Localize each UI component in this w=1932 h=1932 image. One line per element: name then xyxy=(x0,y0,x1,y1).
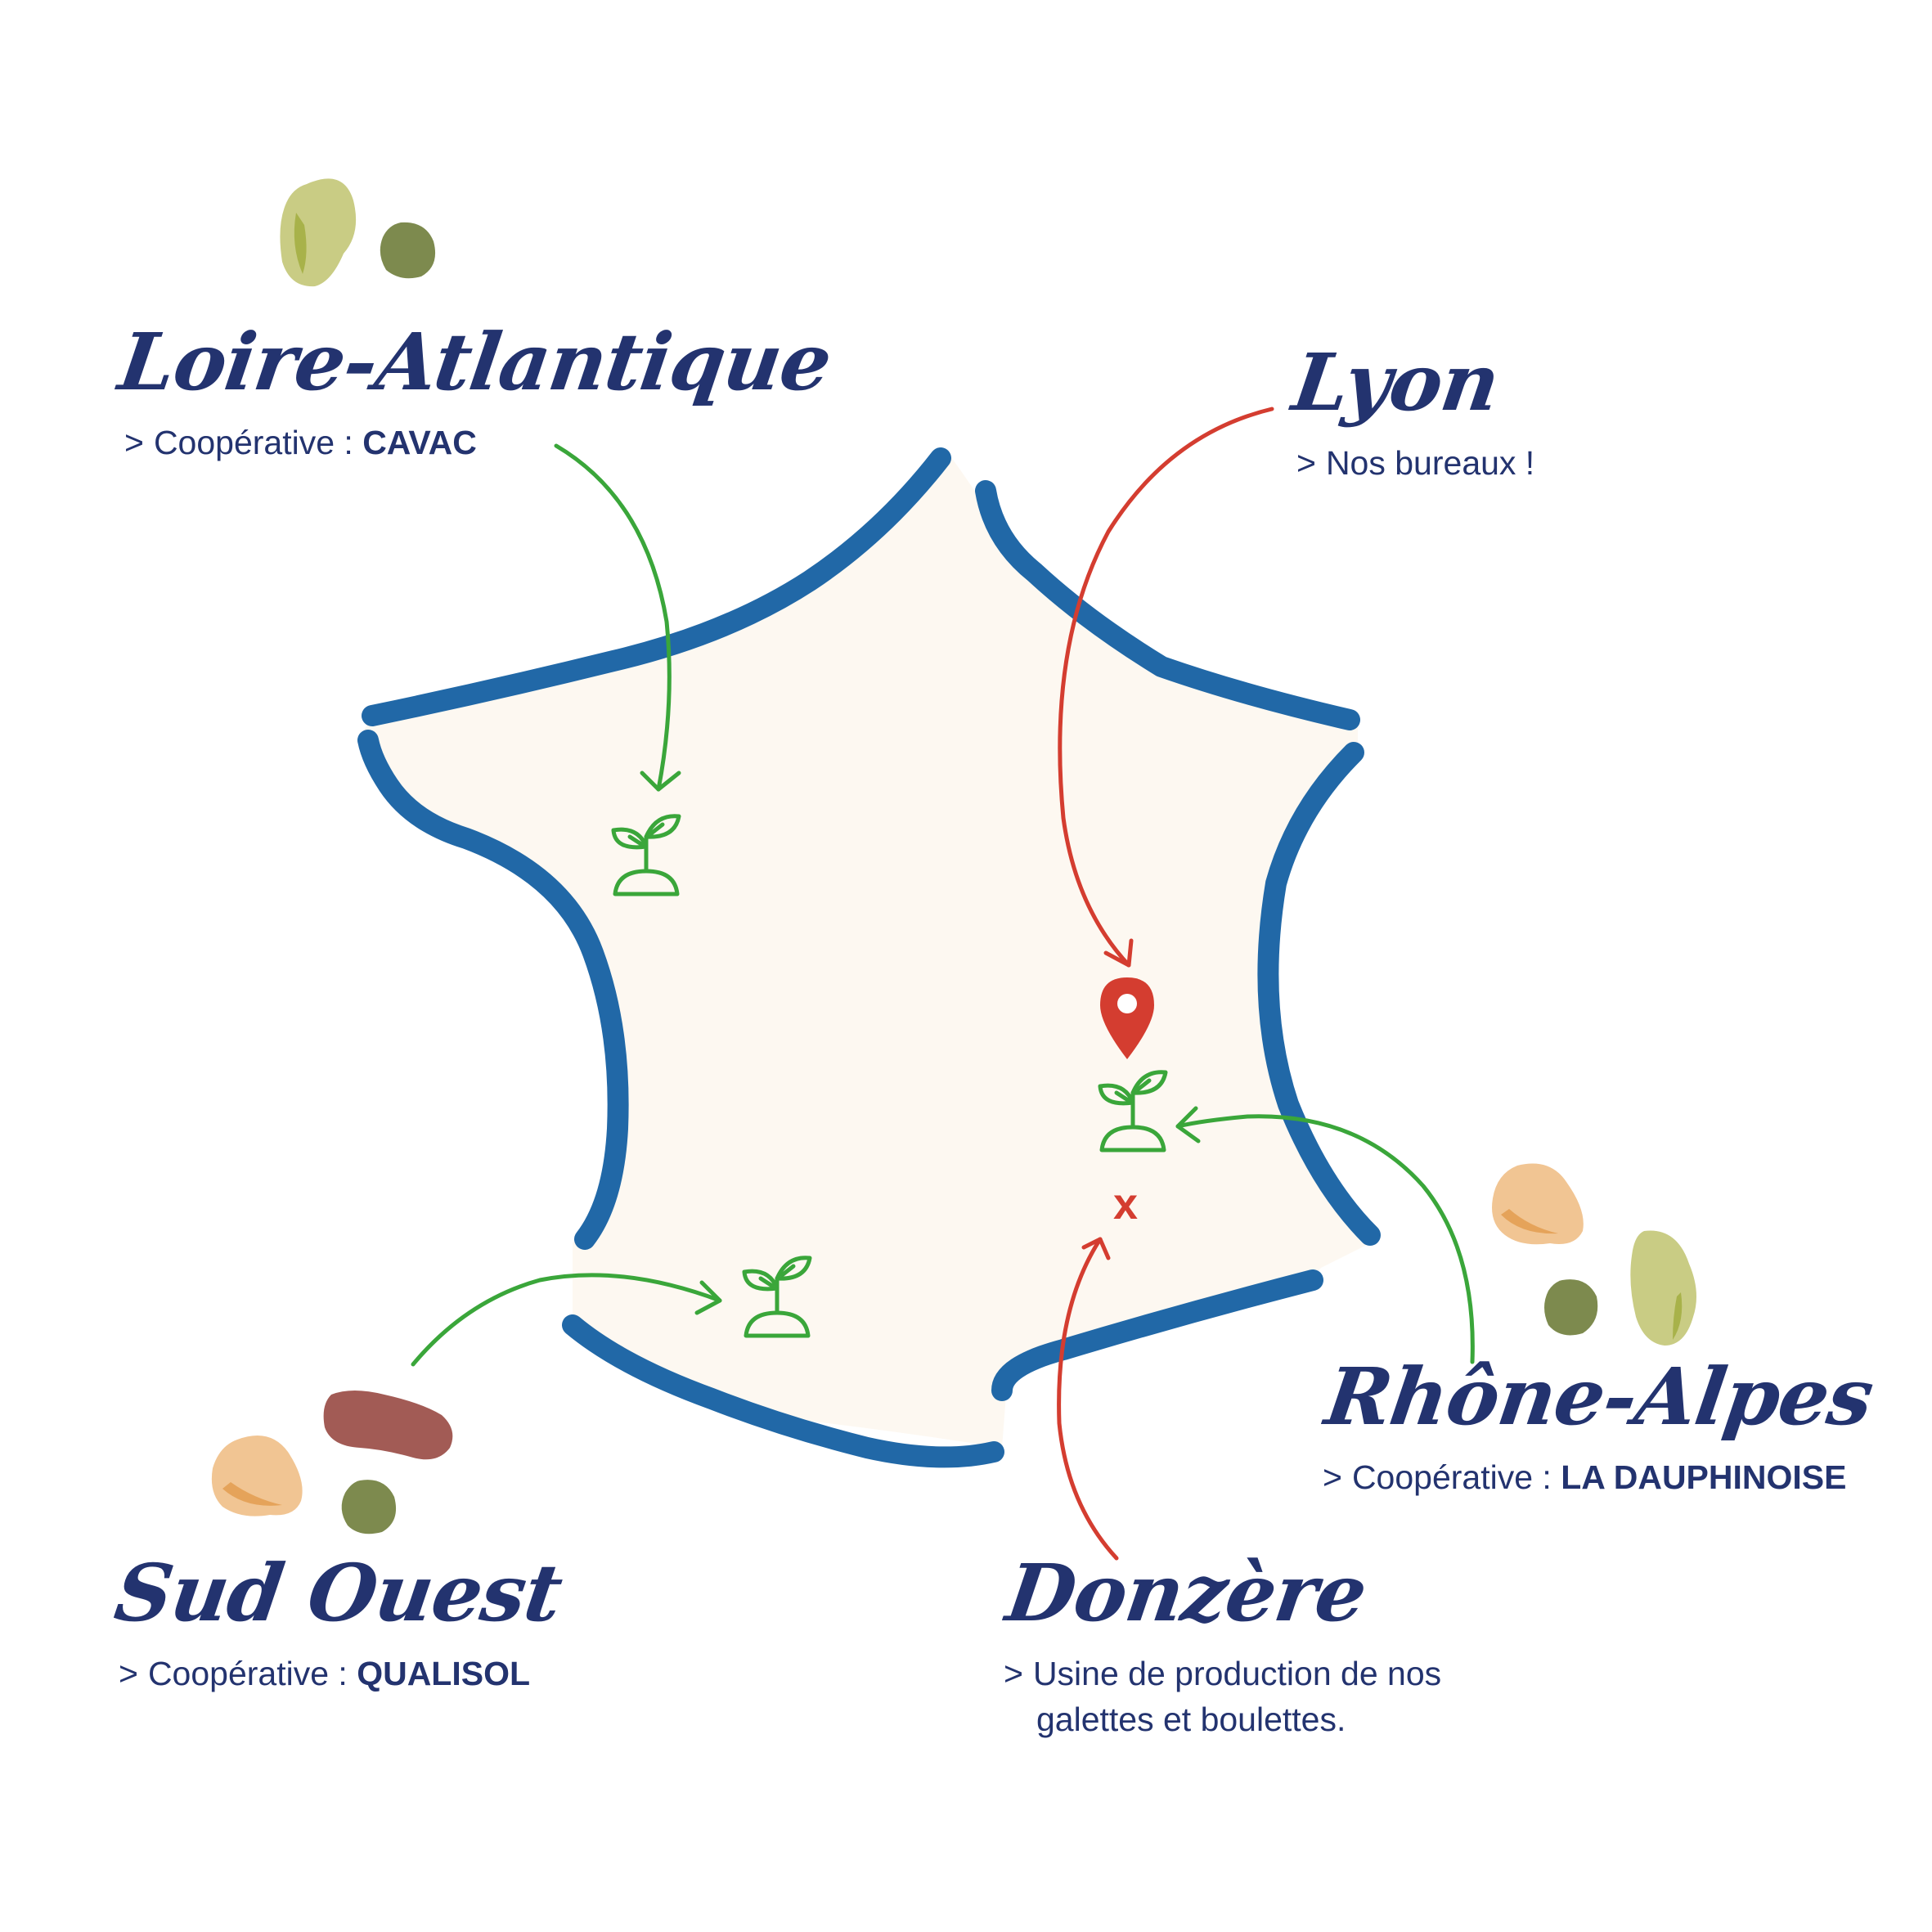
label-sud-ouest: Sud Ouest >Coopérative : QUALISOL xyxy=(110,1547,567,1696)
region-title-sud: Sud Ouest xyxy=(109,1547,568,1639)
location-pin-icon xyxy=(1100,977,1154,1059)
chickpea-shade xyxy=(1501,1209,1558,1234)
chickpea-shade xyxy=(222,1482,282,1506)
region-title-rhone: Rhône-Alpes xyxy=(1319,1350,1879,1443)
legumes-loire xyxy=(280,178,436,287)
bullet-prefix: > xyxy=(1296,444,1316,482)
label-rhone-alpes: Rhône-Alpes >Coopérative : LA DAUPHINOIS… xyxy=(1320,1350,1878,1500)
bullet-prefix: > xyxy=(124,424,144,461)
sprout-icon-loire xyxy=(611,814,681,896)
label-donzere: Donzère >Usine de production de nos gale… xyxy=(1001,1547,1441,1742)
sprout-icon-sud xyxy=(742,1256,812,1338)
bullet-prefix: > xyxy=(1323,1458,1342,1496)
sprout-icon-rhone xyxy=(1098,1070,1168,1152)
kidney-bean-icon xyxy=(323,1391,453,1460)
fava-bean-icon xyxy=(1630,1230,1696,1346)
arrow-lyon xyxy=(1058,407,1274,968)
arrow-loire xyxy=(554,443,672,792)
coop-name: LA DAUPHINOISE xyxy=(1561,1458,1847,1496)
pea-icon xyxy=(1544,1279,1598,1336)
fava-bean-icon xyxy=(280,178,357,287)
pea-icon xyxy=(380,222,436,279)
legumes-rhone xyxy=(1492,1163,1696,1346)
arrow-rhone xyxy=(1175,1114,1475,1364)
coop-name: QUALISOL xyxy=(357,1655,531,1692)
arrow-sud-head xyxy=(694,1280,722,1315)
coop-label: Coopérative : xyxy=(153,424,363,461)
region-sub-loire: >Coopérative : CAVAC xyxy=(115,420,824,465)
outline-north-coast xyxy=(362,447,951,726)
outline-south-west xyxy=(562,1314,1004,1468)
label-loire-atlantique: Loire-Atlantique >Coopérative : CAVAC xyxy=(114,316,837,465)
outline-west xyxy=(357,730,629,1250)
lyon-description: Nos bureaux ! xyxy=(1325,444,1535,482)
region-title-loire: Loire-Atlantique xyxy=(113,316,837,408)
pea-icon xyxy=(341,1480,397,1534)
outline-south-east xyxy=(991,1269,1323,1401)
arrow-loire-head xyxy=(640,771,681,792)
legumes-sud xyxy=(211,1391,453,1534)
bullet-prefix: > xyxy=(119,1655,138,1692)
arrow-donzere xyxy=(1057,1237,1119,1561)
region-sub-sud: >Coopérative : QUALISOL xyxy=(110,1651,555,1696)
region-title-donzere: Donzère xyxy=(1000,1547,1373,1639)
region-title-lyon: Lyon xyxy=(1287,336,1505,429)
factory-marker: x xyxy=(1113,1179,1138,1229)
arrow-rhone-head xyxy=(1175,1106,1201,1143)
fava-bean-shade xyxy=(294,213,307,274)
outline-east xyxy=(1257,742,1381,1246)
outline-north-east xyxy=(975,480,1360,730)
arrow-sud xyxy=(411,1273,722,1367)
coop-label: Coopérative : xyxy=(147,1655,357,1692)
arrow-donzere-head xyxy=(1081,1237,1111,1260)
coop-name: CAVAC xyxy=(362,424,477,461)
donzere-line-1: Usine de production de nos xyxy=(1032,1655,1442,1692)
coop-label: Coopérative : xyxy=(1351,1458,1561,1496)
region-sub-rhone: >Coopérative : LA DAUPHINOISE xyxy=(1321,1454,1867,1500)
region-sub-lyon: >Nos bureaux ! xyxy=(1288,440,1534,486)
donzere-line-2: galettes et boulettes. xyxy=(1036,1701,1346,1738)
label-lyon: Lyon >Nos bureaux ! xyxy=(1287,336,1534,486)
region-sub-donzere: >Usine de production de nos galettes et … xyxy=(1002,1651,1441,1742)
arrow-lyon-head xyxy=(1103,938,1134,968)
bullet-prefix: > xyxy=(1004,1655,1023,1692)
fava-bean-shade xyxy=(1673,1292,1683,1340)
